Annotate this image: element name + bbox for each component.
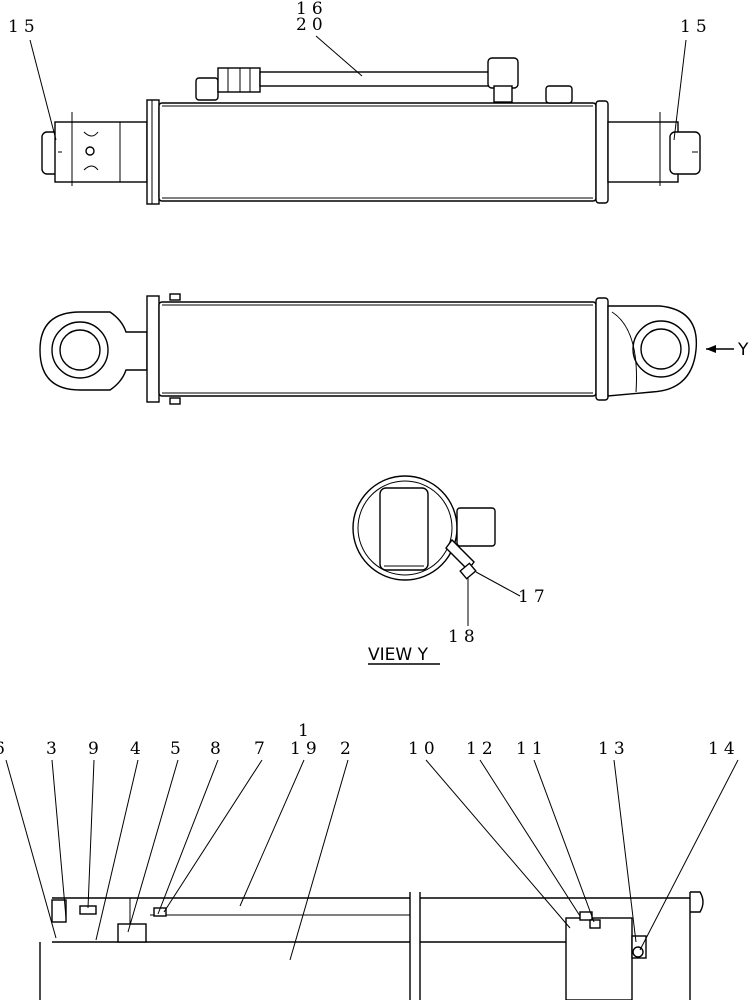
callout-1: 1	[298, 721, 314, 741]
callout-6: 6	[0, 739, 10, 759]
end-view-elbow	[456, 507, 496, 547]
section-piston	[565, 917, 633, 1000]
callout-3: 3	[46, 739, 62, 759]
tube-nut	[217, 67, 261, 93]
right-rod-end	[669, 131, 701, 175]
section-pin-14	[632, 946, 644, 958]
callout-19: 19	[290, 739, 322, 759]
grease-fitting-left	[85, 146, 95, 156]
tube-elbow-right	[487, 57, 519, 89]
section-seal-12	[579, 911, 593, 921]
view-caption: VIEW Y	[368, 645, 429, 665]
callout-15-right: 15	[680, 17, 712, 37]
section-ring-11	[589, 919, 601, 929]
callout-15-left: 15	[8, 17, 40, 37]
right-rod-clevis	[607, 121, 679, 183]
callout-10: 10	[408, 739, 440, 759]
callout-4: 4	[130, 739, 146, 759]
callout-11: 11	[516, 739, 548, 759]
callout-18: 18	[448, 627, 480, 647]
side-barrel	[158, 301, 597, 397]
end-cap	[595, 100, 609, 204]
section-bushing-5	[117, 923, 147, 943]
rod-eye-left	[39, 311, 148, 391]
callout-20: 20	[296, 15, 328, 35]
section-view	[5, 759, 739, 1000]
gland-flange	[146, 99, 160, 205]
callout-16: 16	[296, 0, 328, 19]
tube-elbow-left	[195, 77, 219, 101]
callout-2: 2	[340, 739, 356, 759]
tube-port-right	[493, 85, 513, 103]
callout-8: 8	[210, 739, 226, 759]
callout-14: 14	[708, 739, 740, 759]
left-rod-clevis	[54, 121, 148, 183]
callout-9: 9	[88, 739, 104, 759]
callout-5: 5	[170, 739, 186, 759]
side-gland-flange	[146, 295, 160, 403]
callout-7: 7	[254, 739, 270, 759]
callout-12: 12	[466, 739, 498, 759]
port-boss	[545, 85, 573, 104]
callout-17: 17	[518, 587, 550, 607]
view-y-label: Y	[737, 340, 749, 360]
section-seal-3	[51, 899, 67, 923]
hydraulic-tube	[259, 71, 491, 87]
view-y-end-view	[352, 475, 521, 665]
top-cylinder-view	[29, 35, 701, 205]
callout-13: 13	[598, 739, 630, 759]
end-view-lug	[379, 487, 429, 571]
cylinder-barrel	[158, 102, 597, 202]
side-cylinder-view	[39, 293, 734, 405]
end-view-fitting	[445, 538, 475, 572]
